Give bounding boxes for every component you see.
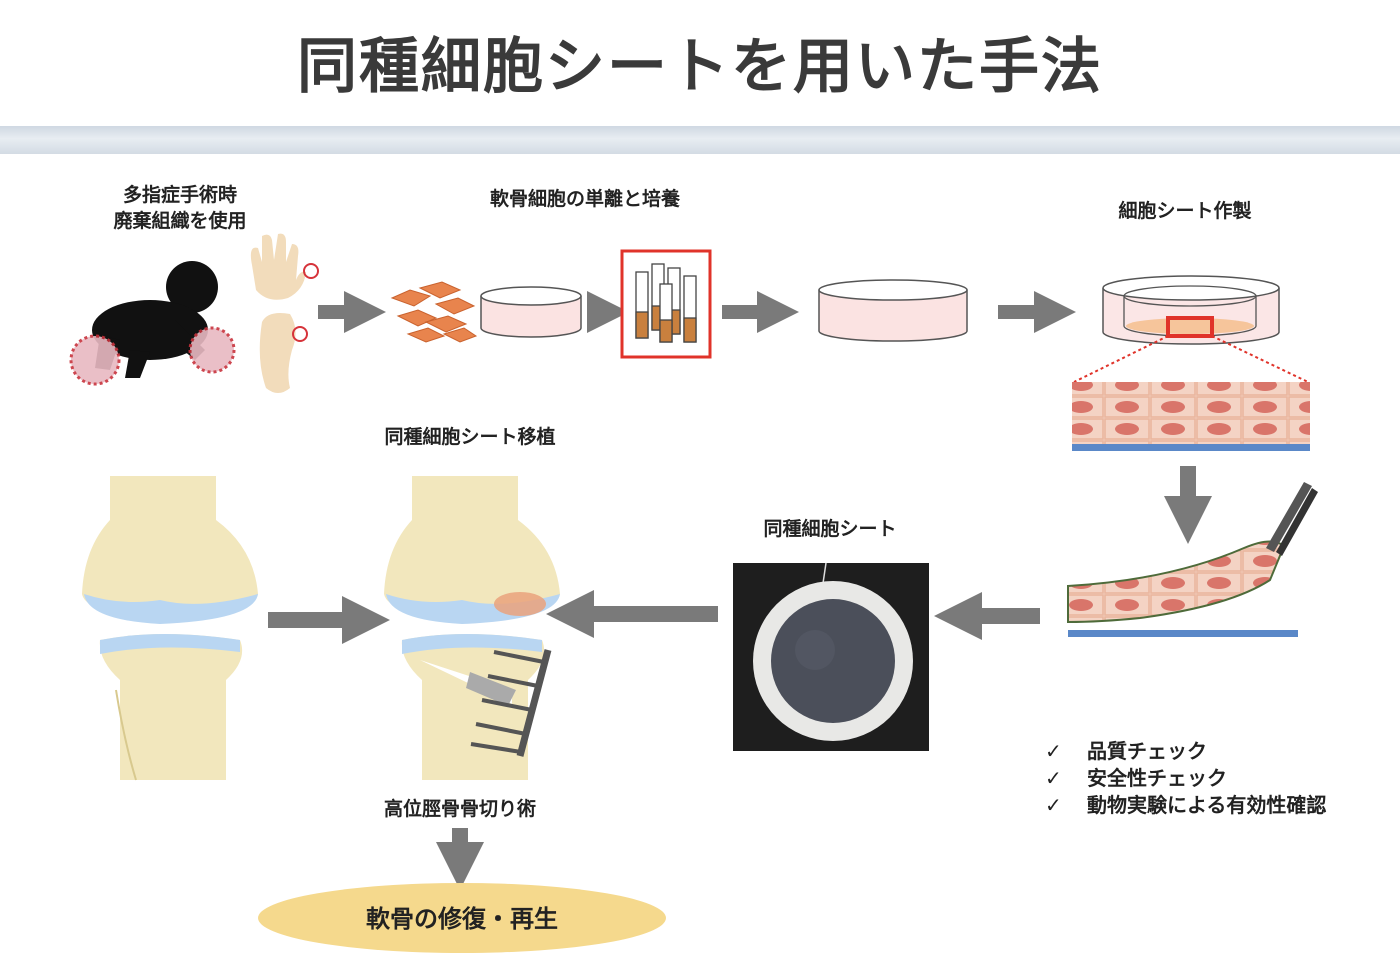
culture-dish-small-icon (480, 286, 582, 338)
isolated-cells-icon (390, 281, 478, 343)
checklist: ✓品質チェック ✓安全性チェック ✓動物実験による有効性確認 (1045, 738, 1326, 819)
result-label: 軟骨の修復・再生 (366, 905, 558, 933)
culture-tubes-icon (620, 249, 712, 359)
result-ellipse (258, 883, 666, 953)
checklist-item: ✓動物実験による有効性確認 (1045, 793, 1327, 817)
page-title: 同種細胞シートを用いた手法 (297, 32, 1103, 102)
checklist-item: ✓安全性チェック (1045, 766, 1227, 790)
hand-icon (250, 233, 319, 300)
checklist-item: ✓品質チェック (1045, 739, 1207, 763)
label-transplant: 同種細胞シート移植 (384, 426, 556, 448)
check-icon: ✓ (1045, 793, 1062, 817)
cell-sheet-magnified (1072, 382, 1310, 451)
foot-icon (259, 313, 308, 393)
label-allogeneic-sheet: 同種細胞シート (763, 518, 897, 540)
culture-dish-large-icon (818, 279, 968, 342)
peeling-sheet-icon (1067, 482, 1318, 637)
label-source-line1: 多指症手術時 (122, 184, 237, 206)
label-source-line2: 廃棄組織を使用 (113, 210, 247, 232)
infant-silhouette-icon (69, 261, 236, 386)
sheet-photo (733, 562, 929, 751)
label-isolation: 軟骨細胞の単離と培養 (489, 188, 680, 210)
knee-joint-left (82, 476, 258, 781)
cell-sheet-dish-icon (1073, 275, 1309, 383)
check-icon: ✓ (1045, 766, 1062, 790)
label-osteotomy: 高位脛骨骨切り術 (383, 798, 536, 820)
knee-joint-right (384, 476, 560, 780)
label-source: 多指症手術時 廃棄組織を使用 (80, 182, 280, 234)
check-icon: ✓ (1045, 739, 1062, 763)
label-sheet-production: 細胞シート作製 (1118, 200, 1252, 222)
header-band (0, 126, 1400, 154)
